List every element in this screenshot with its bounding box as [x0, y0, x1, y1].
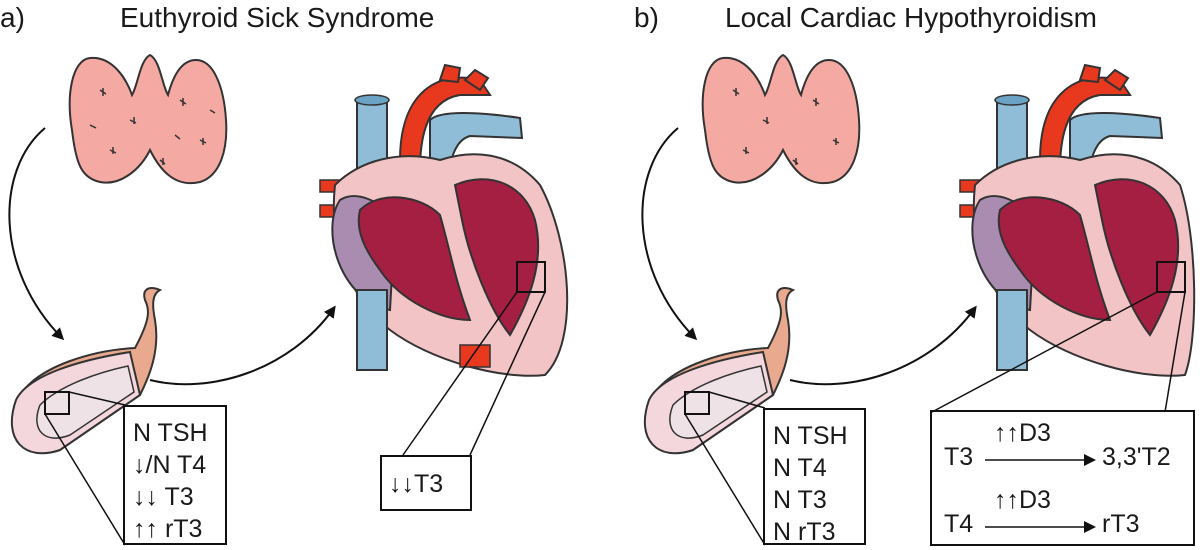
zoom-lines-heart-a	[402, 291, 546, 456]
heart-b	[959, 63, 1196, 377]
panel-b-letter: b)	[634, 2, 659, 33]
zoom-square-vessel-b	[684, 391, 710, 415]
reaction-1-enzyme: ↑↑D3	[994, 419, 1051, 447]
arrow-thyroid-to-vessel-a	[8, 127, 65, 341]
blood-levels-box-a: N TSH ↓/N T4 ↓↓ T3 ↑↑ rT3	[123, 405, 227, 545]
zoom-lines-vessel-b	[684, 391, 766, 546]
reaction-1-substrate: T3	[944, 443, 974, 471]
heart-level-box-a: ↓↓T3	[380, 455, 472, 511]
blood-vessel-a	[10, 287, 163, 455]
panel-a-letter: a)	[0, 2, 25, 33]
zoom-square-heart-b	[1156, 261, 1186, 293]
arrow-thyroid-to-vessel-b	[641, 127, 698, 341]
reaction-1-product: 3,3'T2	[1102, 443, 1171, 471]
arrow-vessel-to-heart-a	[149, 305, 336, 386]
reaction-2-enzyme: ↑↑D3	[994, 486, 1051, 514]
reaction-2-substrate: T4	[944, 510, 974, 538]
blood-level-t3-a: ↓↓ T3	[133, 483, 194, 511]
reaction-2-product: rT3	[1102, 510, 1140, 538]
heart-level-t3-a: ↓↓T3	[389, 470, 444, 498]
thyroid-gland-b	[701, 53, 861, 185]
heart-a	[319, 63, 569, 377]
zoom-lines-vessel-a	[44, 391, 126, 546]
blood-level-t4-b: N T4	[773, 454, 827, 482]
blood-level-tsh-a: N TSH	[133, 419, 208, 447]
blood-level-t3-b: N T3	[773, 486, 827, 514]
blood-level-rt3-b: N rT3	[773, 518, 836, 546]
arrow-vessel-to-heart-b	[789, 305, 977, 386]
blood-level-t4-a: ↓/N T4	[133, 451, 207, 479]
panel-b-title: Local Cardiac Hypothyroidism	[725, 2, 1097, 33]
panel-a-title: Euthyroid Sick Syndrome	[120, 2, 435, 33]
zoom-square-heart-a	[516, 261, 546, 293]
blood-levels-box-b: N TSH N T4 N T3 N rT3	[763, 408, 866, 546]
blood-level-tsh-b: N TSH	[773, 422, 848, 450]
blood-level-rt3-a: ↑↑ rT3	[133, 515, 203, 543]
zoom-square-vessel-a	[44, 391, 70, 415]
cardiac-reactions-box-b	[930, 410, 1195, 546]
zoom-lines-heart-b	[931, 291, 1186, 413]
thyroid-gland-a	[68, 53, 228, 185]
